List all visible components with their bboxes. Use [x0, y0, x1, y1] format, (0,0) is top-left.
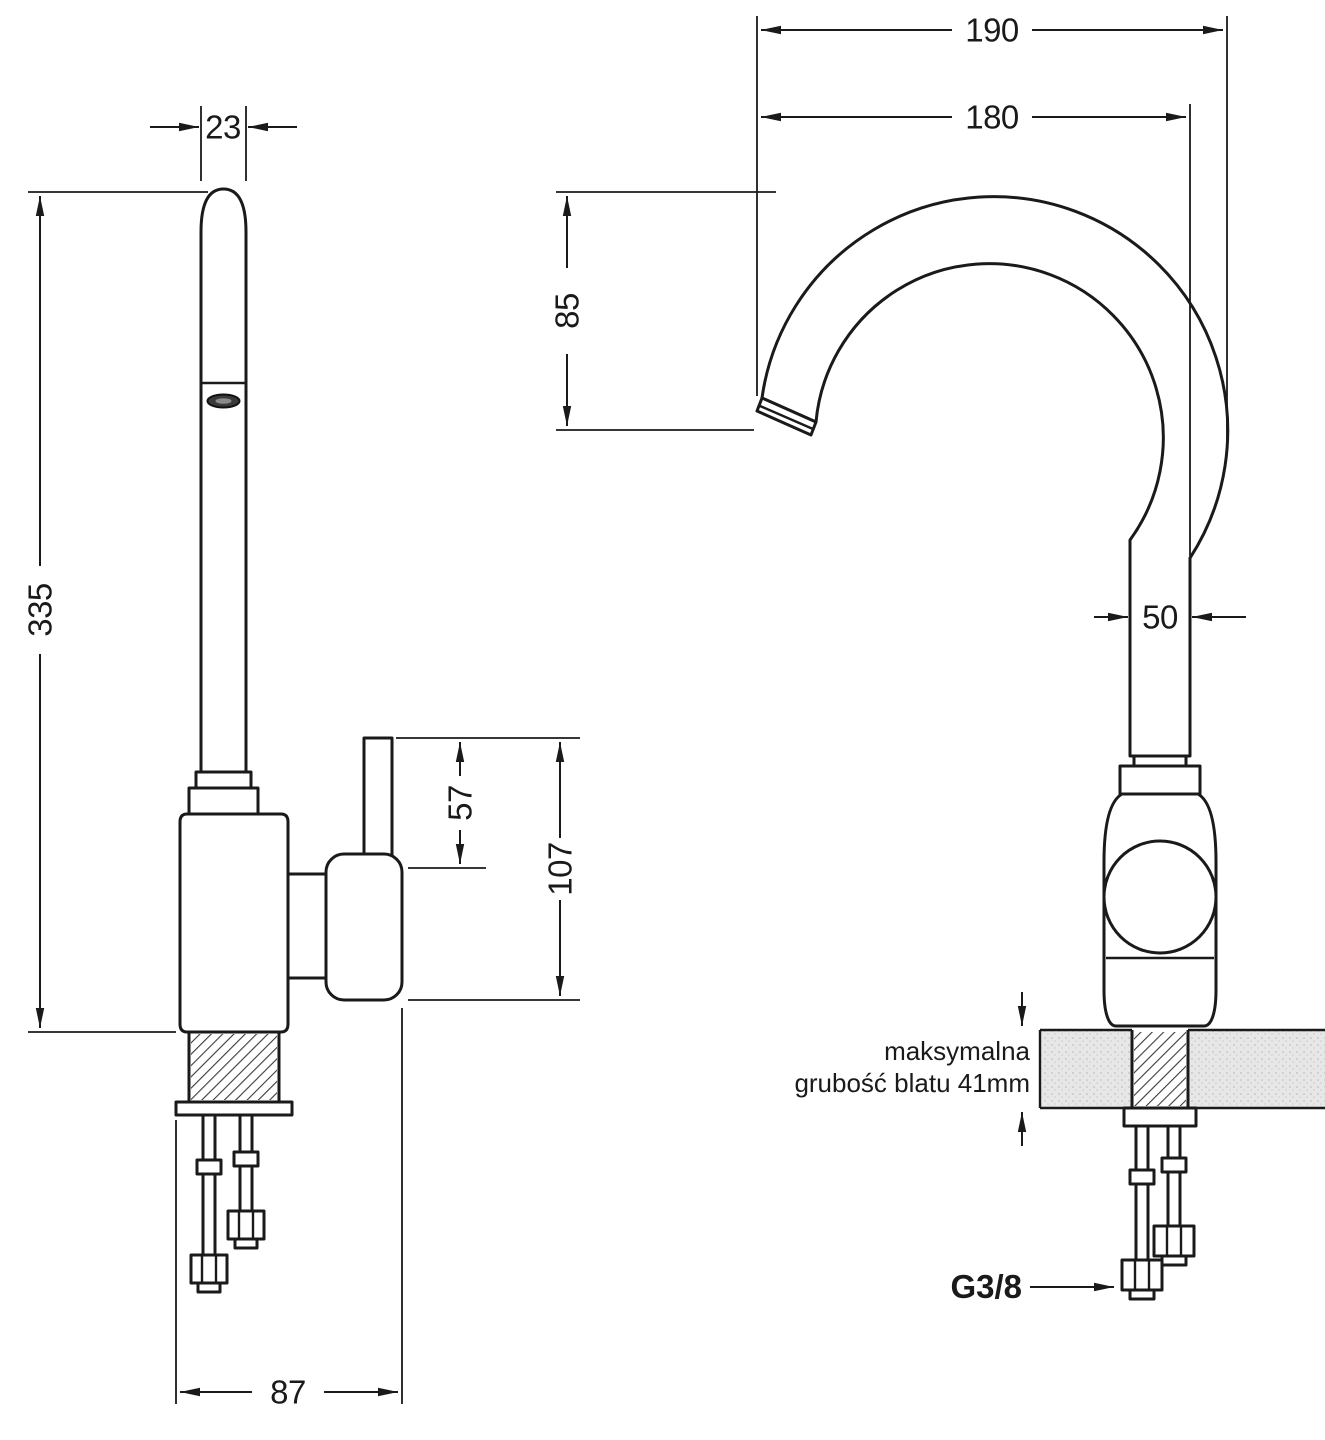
handle-lever [362, 736, 394, 858]
mounting-rod-right [226, 1113, 266, 1250]
spout-collar [187, 786, 260, 816]
spout-tube [199, 187, 248, 774]
dimension-label-335: 335 [22, 583, 59, 637]
dimension-107: 107 [408, 742, 580, 1001]
dimension-50: 50 [1094, 599, 1246, 636]
dimension-label-50: 50 [1142, 599, 1178, 636]
shank-through-countertop [1130, 1030, 1190, 1108]
countertop-thickness-callout: maksymalna grubość blatu 41mm [794, 992, 1031, 1146]
front-view [755, 195, 1325, 1301]
column-collar [1118, 764, 1202, 796]
handle-housing [324, 852, 404, 1002]
threaded-shank [187, 1030, 281, 1104]
countertop-note-line1: maksymalna [884, 1036, 1030, 1066]
base-washer [174, 1100, 294, 1117]
dimension-label-85: 85 [549, 293, 586, 329]
mounting-rod-front-left [1120, 1124, 1164, 1301]
mounting-rod-front-right [1152, 1124, 1196, 1267]
handle-connector [286, 872, 328, 980]
dimension-label-87: 87 [270, 1374, 306, 1411]
dimension-label-180: 180 [965, 99, 1019, 136]
side-view [174, 187, 404, 1294]
dimension-23: 23 [150, 106, 297, 181]
dimensions: 23 335 57 107 87 [22, 12, 1246, 1411]
aerator-inner [215, 398, 232, 404]
gooseneck-spout [760, 195, 1230, 758]
spout-collar-top [194, 770, 253, 790]
dimension-85: 85 [549, 191, 776, 431]
dimension-180: 180 [761, 99, 1191, 556]
mounting-rod-left [189, 1113, 229, 1294]
dimension-57: 57 [396, 737, 580, 869]
dimension-label-23: 23 [205, 109, 241, 146]
faucet-body [178, 812, 290, 1034]
dimension-label-57: 57 [442, 785, 479, 821]
dimension-label-190: 190 [965, 12, 1019, 49]
thread-size-label: G3/8 [950, 1268, 1022, 1305]
countertop-note-line2: grubość blatu 41mm [794, 1068, 1030, 1098]
spout-outlet-line [759, 404, 814, 431]
dimension-87: 87 [175, 1008, 403, 1411]
dimension-190: 190 [756, 12, 1228, 450]
handle-knob [1102, 839, 1218, 955]
dimension-label-107: 107 [542, 842, 579, 896]
dimension-335: 335 [22, 191, 208, 1033]
lock-nut [1122, 1106, 1198, 1128]
thread-size-callout: G3/8 [950, 1268, 1114, 1305]
